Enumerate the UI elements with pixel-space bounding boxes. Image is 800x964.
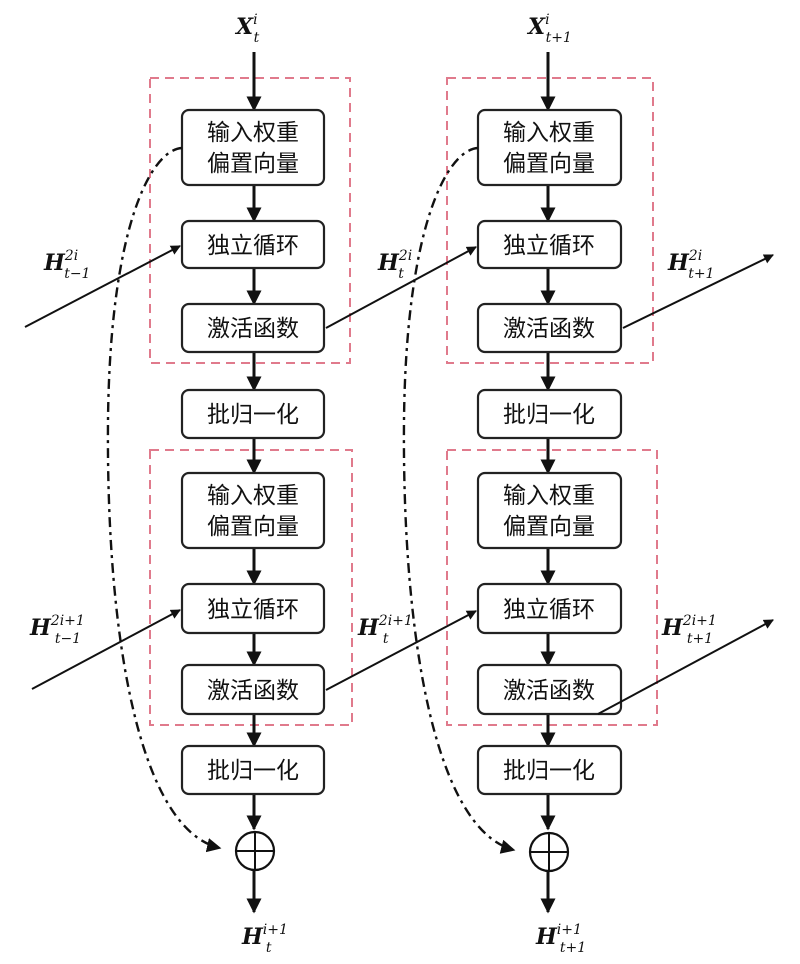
batch-norm-label-2-t: 批归一化 [207, 758, 299, 784]
input-weight-block-1-t1 [476, 108, 623, 187]
input-weight-label-1-t: 输入权重 [207, 120, 299, 146]
input-weight-label-1-t1: 输入权重 [503, 120, 595, 146]
indep-recurrent-label-1-t: 独立循环 [207, 233, 299, 259]
arrow-h2i-from-tm1 [24, 245, 181, 328]
arrow-h2i-to-tp1 [622, 254, 774, 329]
arrow-h2i-t-to-t1 [325, 246, 477, 329]
batch-norm-block-1-t1 [476, 388, 623, 440]
indep-recurrent-label-2-t: 独立循环 [207, 597, 299, 623]
bias-vector-label-1-t: 偏置向量 [207, 151, 299, 177]
indep-recurrent-block-2-t1 [476, 582, 623, 635]
batch-norm-label-1-t: 批归一化 [207, 402, 299, 428]
indep-recurrent-block-1-t [180, 219, 326, 270]
column-t1: 输入权重 偏置向量 独立循环 激活函数 批归一化 输入权重 偏置向量 独立循环 … [325, 52, 774, 914]
skip-connection-t1 [402, 146, 516, 854]
arrow-h2i1-to-tp1 [597, 619, 774, 715]
input-weight-block-2-t [180, 471, 326, 550]
indep-recurrent-label-1-t1: 独立循环 [503, 233, 595, 259]
batch-norm-block-2-t [180, 744, 326, 796]
batch-norm-block-1-t [180, 388, 326, 440]
sum-node-t1 [528, 831, 570, 873]
activation-label-2-t1: 激活函数 [503, 678, 595, 704]
activation-block-2-t1 [476, 663, 623, 716]
group-layer-2i1-t [149, 449, 353, 726]
activation-label-1-t1: 激活函数 [503, 316, 595, 342]
activation-block-1-t [180, 302, 326, 354]
batch-norm-block-2-t1 [476, 744, 623, 796]
input-weight-block-2-t1 [476, 471, 623, 550]
arrow-h2i1-from-tm1 [31, 609, 181, 690]
activation-block-2-t [180, 663, 326, 716]
group-layer-2i-t1 [446, 77, 654, 364]
indep-recurrent-block-1-t1 [476, 219, 623, 270]
skip-connection-t [106, 146, 222, 853]
bias-vector-label-2-t: 偏置向量 [207, 514, 299, 540]
activation-label-2-t: 激活函数 [207, 678, 299, 704]
batch-norm-label-1-t1: 批归一化 [503, 402, 595, 428]
batch-norm-label-2-t1: 批归一化 [503, 758, 595, 784]
input-weight-label-2-t: 输入权重 [207, 483, 299, 509]
activation-label-1-t: 激活函数 [207, 316, 299, 342]
bias-vector-label-2-t1: 偏置向量 [503, 514, 595, 540]
group-layer-2i1-t1 [446, 449, 658, 726]
activation-block-1-t1 [476, 302, 623, 354]
input-weight-block-1-t [180, 108, 326, 187]
bias-vector-label-1-t1: 偏置向量 [503, 151, 595, 177]
input-weight-label-2-t1: 输入权重 [503, 483, 595, 509]
indep-recurrent-block-2-t [180, 582, 326, 635]
column-t: 输入权重 偏置向量 独立循环 激活函数 批归一化 输入权重 偏置向量 独立循环 … [24, 52, 353, 914]
indep-recurrent-label-2-t1: 独立循环 [503, 597, 595, 623]
arrow-h2i1-t-to-t1 [325, 610, 477, 691]
group-layer-2i-t [149, 77, 351, 364]
sum-node-t [234, 830, 276, 872]
